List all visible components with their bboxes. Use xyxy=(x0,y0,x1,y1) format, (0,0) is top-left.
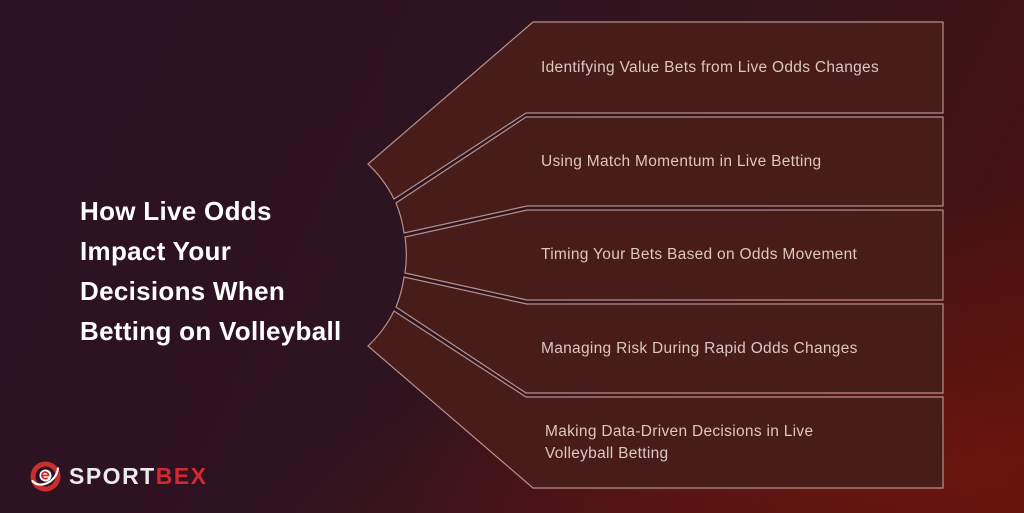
panel-shape-1 xyxy=(367,21,944,200)
panel-label-timing-bets: Timing Your Bets Based on Odds Movement xyxy=(541,210,933,300)
panel-shape-3 xyxy=(404,209,944,301)
brand-text-bex: BEX xyxy=(155,463,208,489)
panel-shape-5 xyxy=(367,310,944,489)
panel-label-data-driven-decisions: Making Data-Driven Decisions in Live Vol… xyxy=(545,397,905,488)
panel-label-text: Making Data-Driven Decisions in Live Vol… xyxy=(545,422,814,462)
sportbex-logo: SPORTBEX xyxy=(29,460,208,493)
panel-shape-2 xyxy=(395,116,944,234)
brand-wordmark: SPORTBEX xyxy=(69,460,208,493)
panel-label-text: Timing Your Bets Based on Odds Movement xyxy=(541,246,858,263)
sportbex-swoosh-globe-icon xyxy=(30,461,61,492)
panel-shape-4 xyxy=(395,276,944,394)
panel-label-managing-risk: Managing Risk During Rapid Odds Changes xyxy=(541,304,933,393)
panel-label-text: Using Match Momentum in Live Betting xyxy=(541,152,822,170)
page-title: How Live Odds Impact Your Decisions When… xyxy=(80,196,342,347)
panel-label-text: Identifying Value Bets from Live Odds Ch… xyxy=(541,58,880,76)
panel-label-text: Managing Risk During Rapid Odds Changes xyxy=(541,339,858,357)
panel-label-identifying-value-bets: Identifying Value Bets from Live Odds Ch… xyxy=(541,22,933,113)
panel-label-match-momentum: Using Match Momentum in Live Betting xyxy=(541,117,933,206)
brand-text-sport: SPORT xyxy=(69,463,156,489)
